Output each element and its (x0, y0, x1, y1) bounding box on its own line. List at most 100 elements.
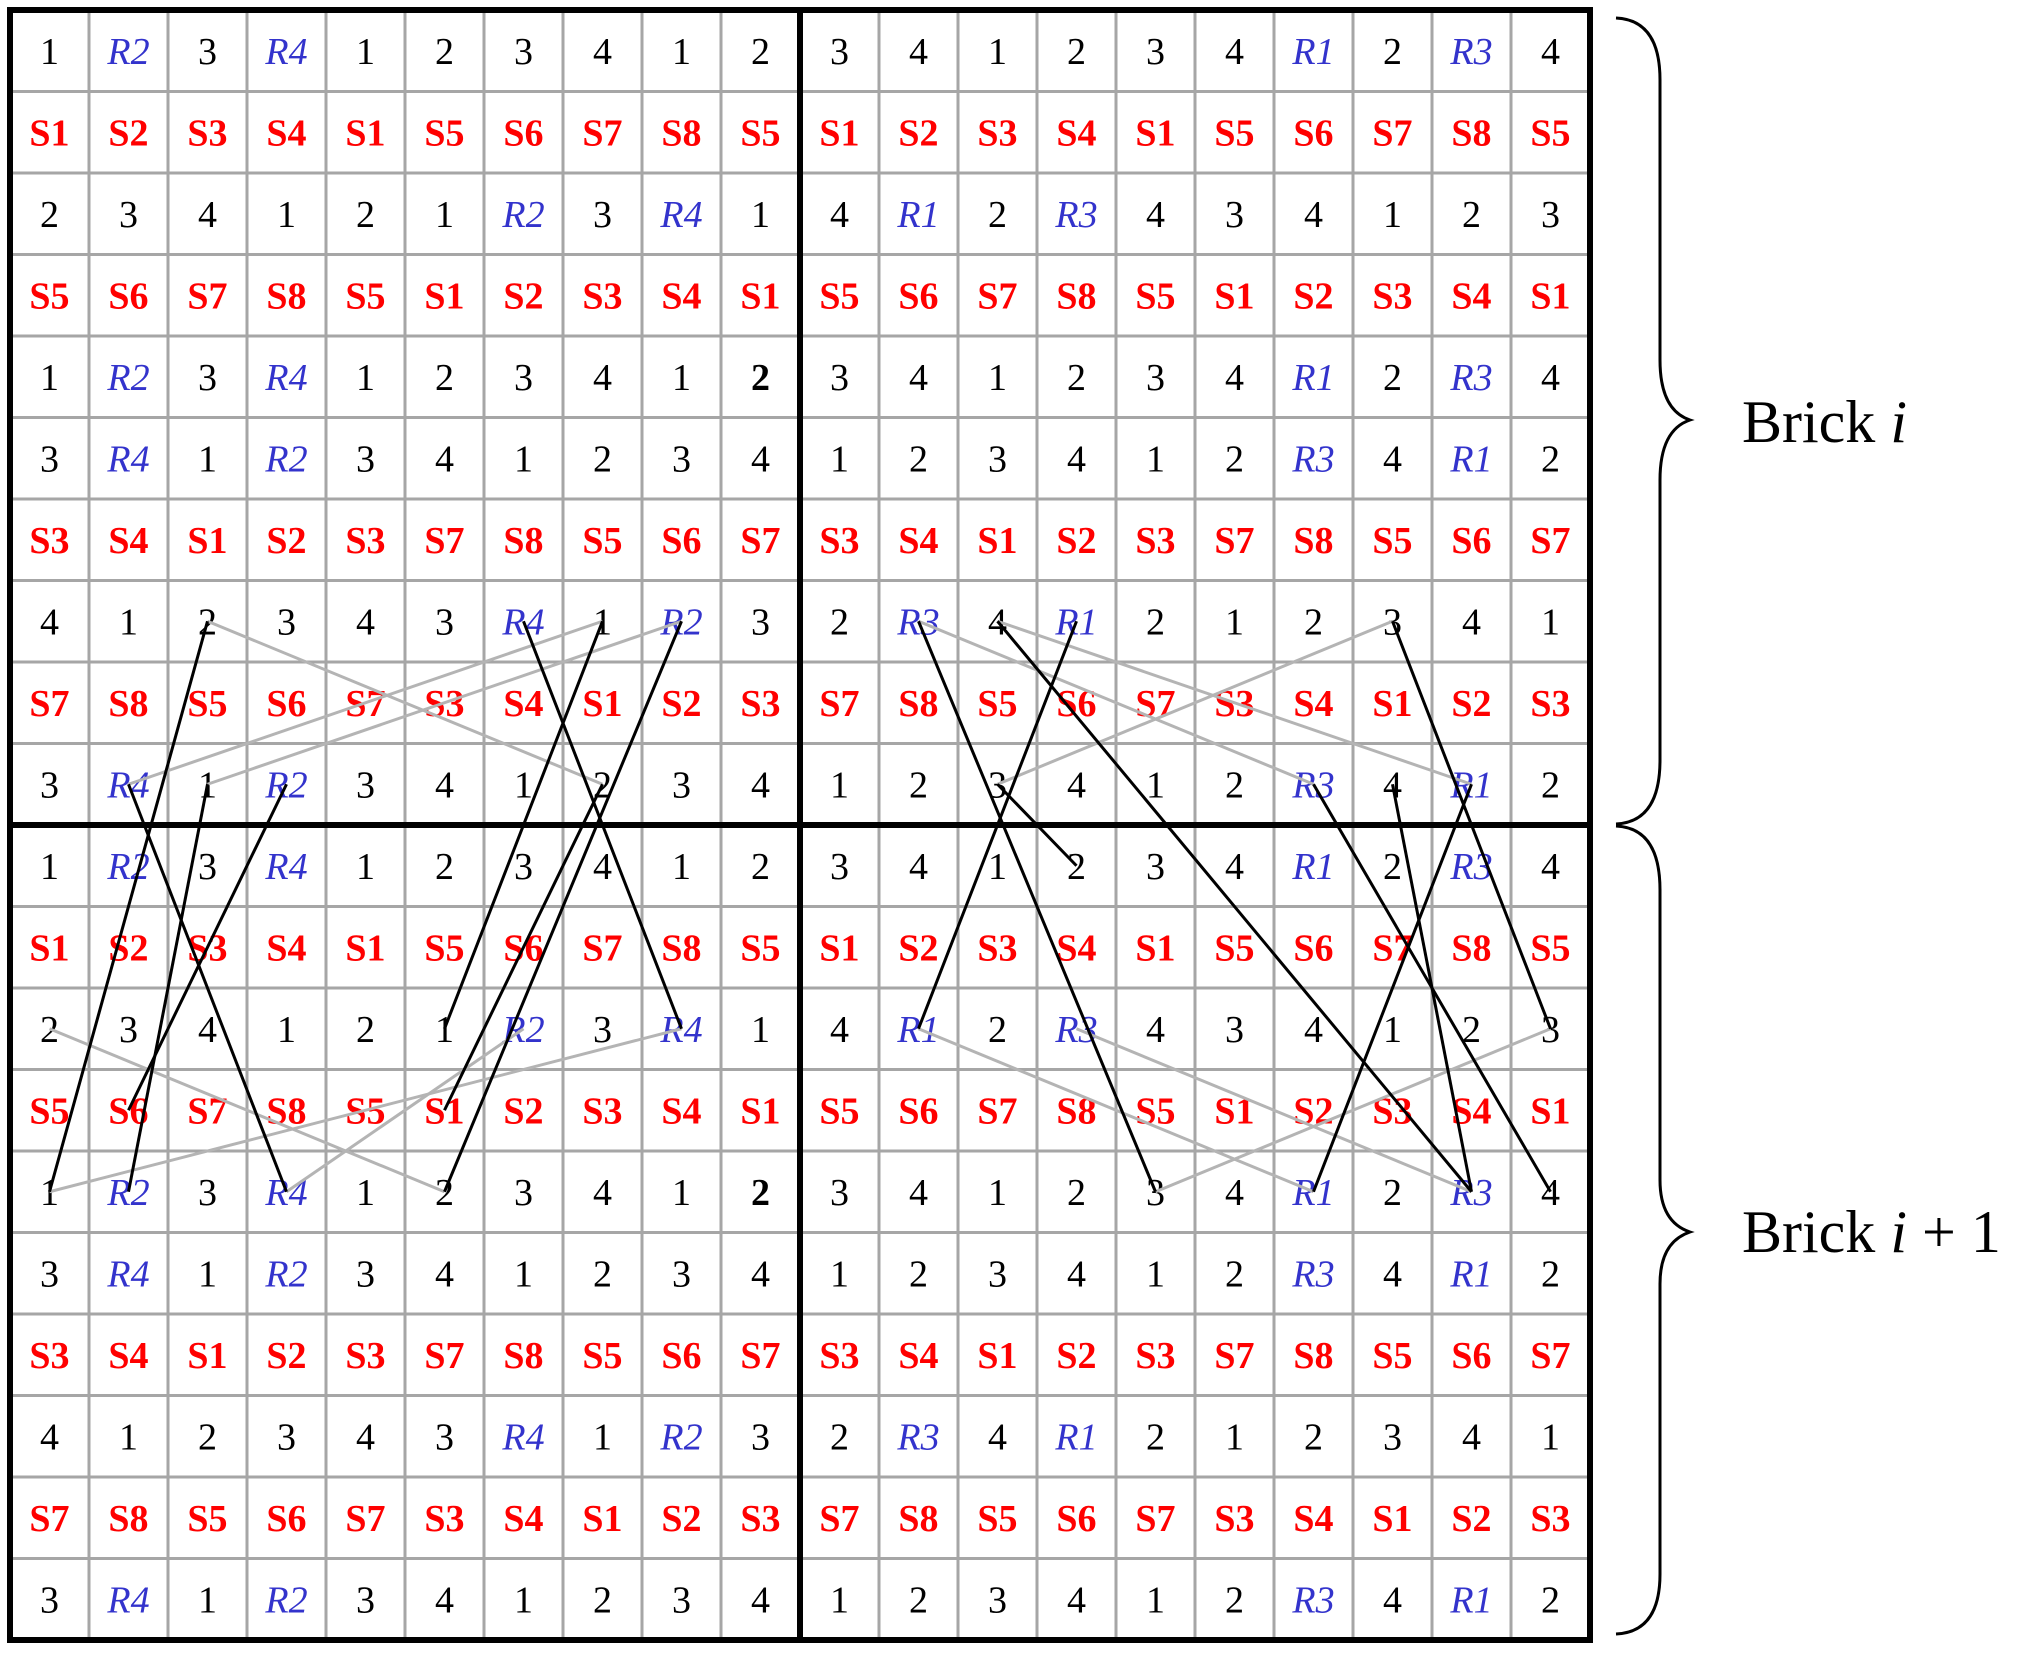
cell-s-r3-c6: S2 (503, 275, 543, 317)
cell-s-r16-c17: S5 (1372, 1335, 1412, 1377)
cell-s-r1-c5: S5 (424, 112, 464, 154)
cell-number-r19-c0: 3 (40, 1579, 59, 1621)
block-borders (7, 7, 1593, 1643)
cell-s-r6-c13: S2 (1056, 520, 1096, 562)
cell-number-r17-c18: 4 (1462, 1416, 1481, 1458)
gray-link-9 (917, 1027, 1315, 1194)
cell-s-r8-c6: S4 (503, 683, 543, 725)
cell-number-r0-c13: 2 (1067, 31, 1086, 73)
cell-number-r4-c10: 3 (830, 357, 849, 399)
cell-number-r19-c14: 1 (1146, 1579, 1165, 1621)
cell-r-r10-c3: R4 (264, 846, 307, 888)
cell-s-r18-c12: S5 (977, 1498, 1017, 1540)
cell-s-r16-c9: S7 (740, 1335, 780, 1377)
cell-number-r5-c14: 1 (1146, 438, 1165, 480)
cell-number-r5-c9: 4 (751, 438, 770, 480)
cell-s-r16-c12: S1 (977, 1335, 1017, 1377)
cell-s-r18-c17: S1 (1372, 1498, 1412, 1540)
cell-number-r5-c7: 2 (593, 438, 612, 480)
cell-number-r0-c17: 2 (1383, 31, 1402, 73)
cell-number-r5-c17: 4 (1383, 438, 1402, 480)
cell-number-r7-c19: 1 (1541, 601, 1560, 643)
cell-s-r11-c10: S1 (819, 927, 859, 969)
cell-s-r11-c14: S1 (1135, 927, 1175, 969)
gray-link-4 (997, 619, 1472, 786)
cell-number-r15-c13: 4 (1067, 1253, 1086, 1295)
gray-link-5 (996, 619, 1394, 786)
cell-r-r19-c18: R1 (1449, 1579, 1492, 1621)
cell-number-r2-c2: 4 (198, 194, 217, 236)
cell-number-r5-c0: 3 (40, 438, 59, 480)
cell-s-r18-c14: S7 (1135, 1498, 1175, 1540)
cell-s-r8-c12: S5 (977, 683, 1017, 725)
cell-s-r6-c2: S1 (187, 520, 227, 562)
cell-number-r4-c19: 4 (1541, 357, 1560, 399)
cell-number-r19-c15: 2 (1225, 1579, 1244, 1621)
cell-r-r19-c3: R2 (264, 1579, 307, 1621)
gray-link-10 (1075, 1027, 1473, 1194)
cell-number-r19-c10: 1 (830, 1579, 849, 1621)
cell-number-r10-c0: 1 (40, 846, 59, 888)
cell-s-r16-c1: S4 (108, 1335, 148, 1377)
cell-r-r2-c11: R1 (896, 194, 939, 236)
brick-i-plus-1-label: Brick i + 1 (1742, 1199, 2001, 1265)
cell-number-r14-c11: 4 (909, 1172, 928, 1214)
cell-s-r6-c11: S4 (898, 520, 938, 562)
cell-number-r4-c5: 2 (435, 357, 454, 399)
gray-link-7 (49, 1027, 682, 1194)
cell-number-r10-c15: 4 (1225, 846, 1244, 888)
cell-s-r8-c3: S6 (266, 683, 306, 725)
cell-number-r2-c3: 1 (277, 194, 296, 236)
cell-r-r0-c18: R3 (1449, 31, 1492, 73)
cell-number-r9-c19: 2 (1541, 764, 1560, 806)
cell-number-r19-c11: 2 (909, 1579, 928, 1621)
cell-s-r3-c17: S3 (1372, 275, 1412, 317)
cell-number-r0-c11: 4 (909, 31, 928, 73)
cell-r-r17-c13: R1 (1054, 1416, 1097, 1458)
cell-r-r15-c16: R3 (1291, 1253, 1334, 1295)
cell-s-r13-c2: S7 (187, 1090, 227, 1132)
cell-r-r10-c18: R3 (1449, 846, 1492, 888)
gray-link-6 (48, 1027, 446, 1194)
cell-s-r1-c19: S5 (1530, 112, 1570, 154)
cell-number-r19-c17: 4 (1383, 1579, 1402, 1621)
cell-s-r1-c2: S3 (187, 112, 227, 154)
cell-number-r15-c6: 1 (514, 1253, 533, 1295)
cell-number-r7-c16: 2 (1304, 601, 1323, 643)
cell-number-r2-c5: 1 (435, 194, 454, 236)
cell-s-r3-c15: S1 (1214, 275, 1254, 317)
cell-number-r10-c4: 1 (356, 846, 375, 888)
cell-number-r7-c14: 2 (1146, 601, 1165, 643)
cell-s-r3-c3: S8 (266, 275, 306, 317)
cell-s-r6-c0: S3 (29, 520, 69, 562)
cell-number-r5-c15: 2 (1225, 438, 1244, 480)
cell-number-r17-c5: 3 (435, 1416, 454, 1458)
cell-s-r3-c5: S1 (424, 275, 464, 317)
cell-s-r6-c14: S3 (1135, 520, 1175, 562)
cell-s-r6-c5: S7 (424, 520, 464, 562)
cell-r-r12-c11: R1 (896, 1009, 939, 1051)
cell-number-r15-c8: 3 (672, 1253, 691, 1295)
cell-s-r13-c10: S5 (819, 1090, 859, 1132)
cell-number-r10-c17: 2 (1383, 846, 1402, 888)
cell-number-r14-c13: 2 (1067, 1172, 1086, 1214)
cell-s-r3-c0: S5 (29, 275, 69, 317)
cell-number-r5-c13: 4 (1067, 438, 1086, 480)
cell-number-r0-c6: 3 (514, 31, 533, 73)
cell-r-r15-c3: R2 (264, 1253, 307, 1295)
cell-number-r15-c4: 3 (356, 1253, 375, 1295)
cell-r-r0-c3: R4 (264, 31, 307, 73)
cell-number-r19-c5: 4 (435, 1579, 454, 1621)
cell-s-r18-c19: S3 (1530, 1498, 1570, 1540)
cell-number-r4-c2: 3 (198, 357, 217, 399)
black-link-2 (127, 783, 209, 1193)
cell-r-r15-c1: R4 (106, 1253, 149, 1295)
cell-s-r1-c17: S7 (1372, 112, 1412, 154)
cell-number-r14-c12: 1 (988, 1172, 1007, 1214)
cell-number-r14-c17: 2 (1383, 1172, 1402, 1214)
cell-s-r1-c7: S7 (582, 112, 622, 154)
cell-s-r6-c1: S4 (108, 520, 148, 562)
black-link-3 (127, 783, 288, 1111)
cell-s-r11-c4: S1 (345, 927, 385, 969)
cell-number-r15-c11: 2 (909, 1253, 928, 1295)
